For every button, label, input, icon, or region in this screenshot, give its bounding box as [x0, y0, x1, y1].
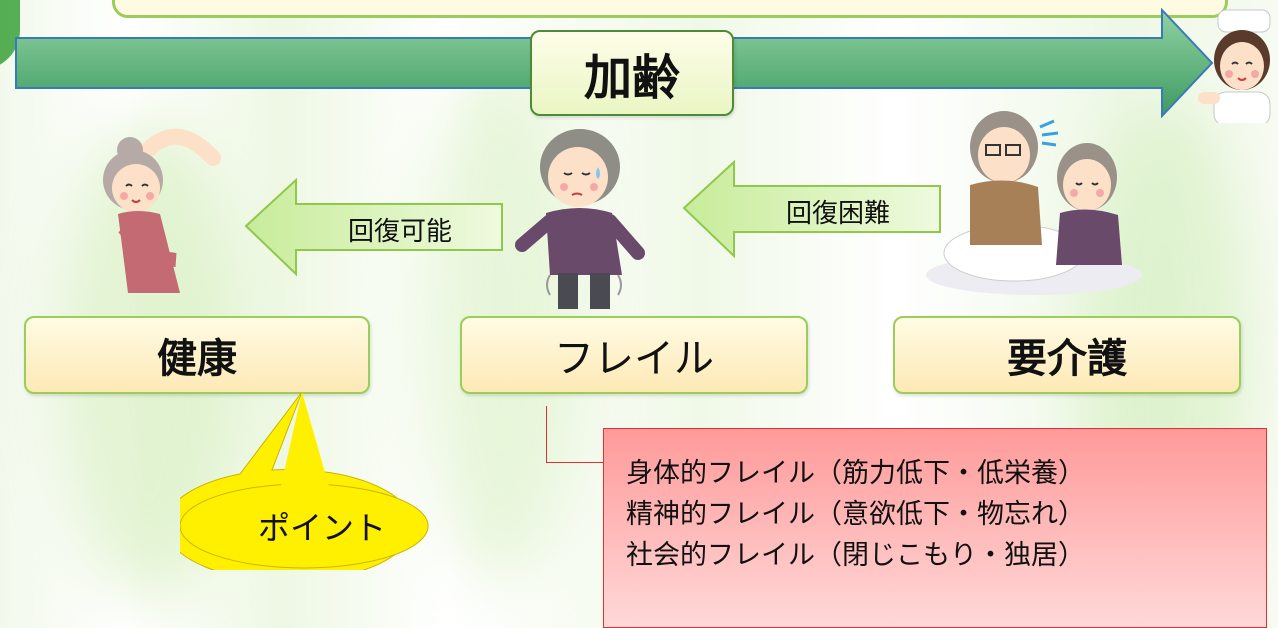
recoverable-arrow [244, 178, 503, 277]
care-elderly-illustration [926, 111, 1142, 295]
frailty-connector-line [546, 406, 603, 463]
point-label: ポイント [257, 509, 386, 547]
frailty-type-social: 社会的フレイル（閉じこもり・独居） [626, 540, 1085, 571]
point-callout [180, 391, 429, 570]
frailty-type-physical: 身体的フレイル（筋力低下・低栄養） [626, 458, 1085, 489]
frail-elderly-illustration [515, 129, 645, 309]
frailty-box: フレイル [460, 316, 808, 394]
nurse-illustration [1198, 9, 1271, 123]
hard-to-recover-label: 回復困難 [785, 198, 890, 229]
frailty-types-box: 身体的フレイル（筋力低下・低栄養） 精神的フレイル（意欲低下・物忘れ） 社会的フ… [603, 428, 1267, 628]
care-box: 要介護 [893, 316, 1241, 394]
healthy-elderly-illustration [103, 128, 221, 293]
frailty-type-mental: 精神的フレイル（意欲低下・物忘れ） [626, 499, 1085, 530]
aging-label: 加齢 [530, 30, 734, 116]
hard-to-recover-arrow [682, 160, 941, 259]
healthy-box: 健康 [24, 316, 370, 394]
recoverable-label: 回復可能 [347, 216, 452, 247]
